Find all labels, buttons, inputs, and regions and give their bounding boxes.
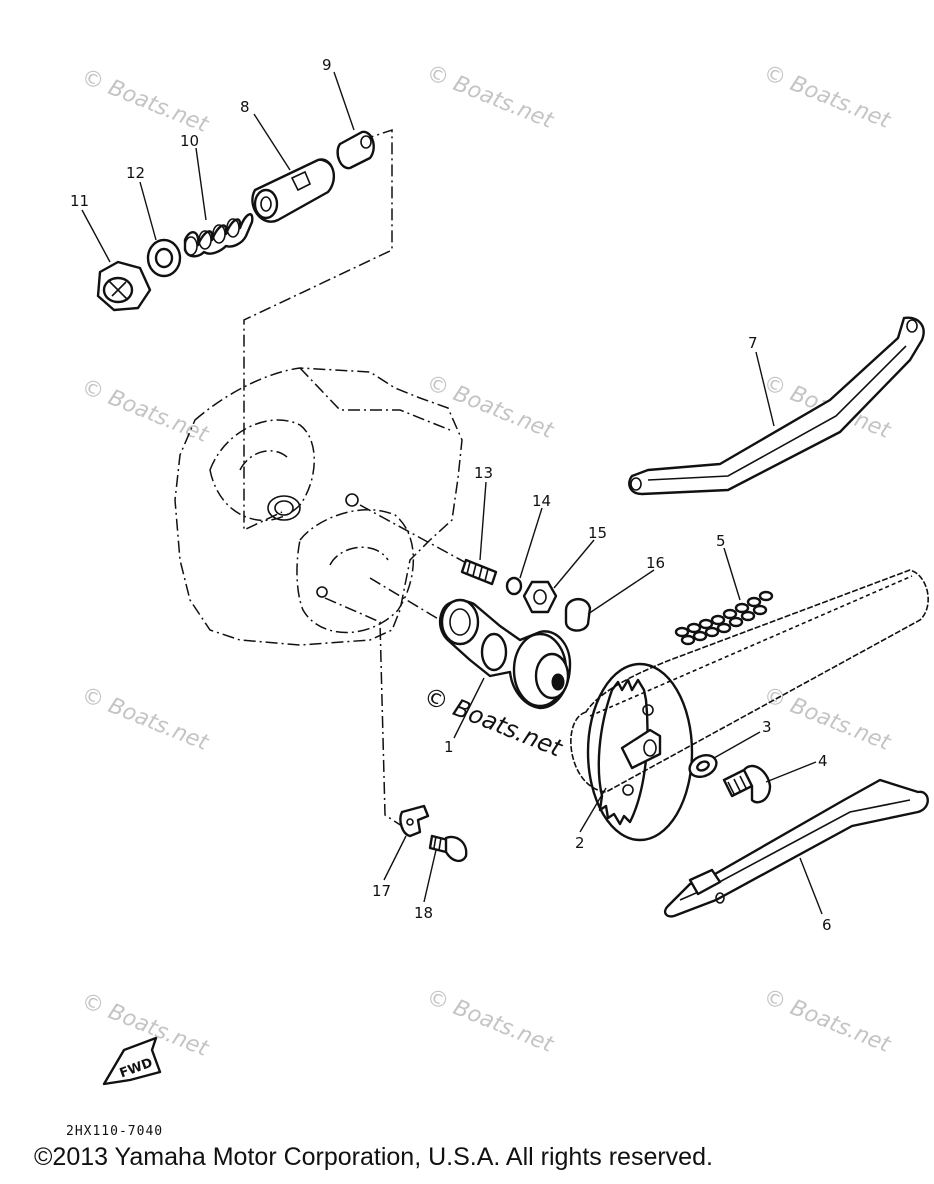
part-4-bolt (722, 764, 772, 804)
part-8-tensioner-body (251, 158, 335, 223)
part-10-spring (183, 213, 254, 258)
callout-10: 10 (180, 132, 199, 150)
watermark: © Boats.net (760, 682, 895, 756)
callout-17: 17 (372, 882, 391, 900)
callout-6: 6 (822, 916, 832, 934)
diagram-code: 2HX110-7040 (66, 1124, 164, 1139)
callout-4: 4 (818, 752, 828, 770)
callout-labels: 1 2 3 4 5 6 7 8 9 10 11 12 13 14 15 16 1… (70, 56, 832, 934)
callout-12: 12 (126, 164, 145, 182)
part-12-washer (146, 238, 182, 278)
part-7-chain-guide (628, 316, 925, 496)
part-16-cap (564, 598, 592, 632)
callout-14: 14 (532, 492, 551, 510)
part-9-cap (336, 130, 375, 170)
watermark: © Boats.net (423, 984, 558, 1058)
callout-3: 3 (762, 718, 772, 736)
part-6-chain-guide (663, 778, 929, 918)
chain-links-detail (674, 590, 774, 646)
watermark: © Boats.net (423, 370, 558, 444)
callout-8: 8 (240, 98, 250, 116)
callout-15: 15 (588, 524, 607, 542)
callout-1: 1 (444, 738, 454, 756)
callout-9: 9 (322, 56, 332, 74)
part-15-nut (522, 580, 558, 614)
copyright-notice: ©2013 Yamaha Motor Corporation, U.S.A. A… (34, 1143, 713, 1171)
part-5-timing-chain (570, 569, 929, 793)
part-11-cap-nut (96, 260, 152, 312)
callout-5: 5 (716, 532, 726, 550)
callout-2: 2 (575, 834, 585, 852)
watermark: © Boats.net (78, 374, 213, 448)
callout-18: 18 (414, 904, 433, 922)
watermark: © Boats.net (760, 60, 895, 134)
callout-11: 11 (70, 192, 89, 210)
watermark-grid: © Boats.net © Boats.net © Boats.net © Bo… (78, 60, 895, 1062)
part-14-o-ring (505, 576, 523, 596)
callout-16: 16 (646, 554, 665, 572)
part-13-stud-bolt (460, 558, 498, 586)
watermark: © Boats.net (78, 64, 213, 138)
part-2-cam-sprocket (586, 662, 694, 842)
fwd-arrow: FWD (102, 1036, 162, 1086)
watermark: © Boats.net (423, 60, 558, 134)
leader-lines (81, 71, 823, 915)
part-1-camshaft (438, 598, 572, 710)
part-3-washer (688, 753, 718, 779)
callout-13: 13 (474, 464, 493, 482)
watermark: © Boats.net (760, 984, 895, 1058)
part-17-plate (399, 804, 430, 838)
cylinder-head-outline (174, 367, 463, 646)
part-18-bolt (428, 834, 468, 863)
watermark: © Boats.net (78, 682, 213, 756)
callout-7: 7 (748, 334, 758, 352)
